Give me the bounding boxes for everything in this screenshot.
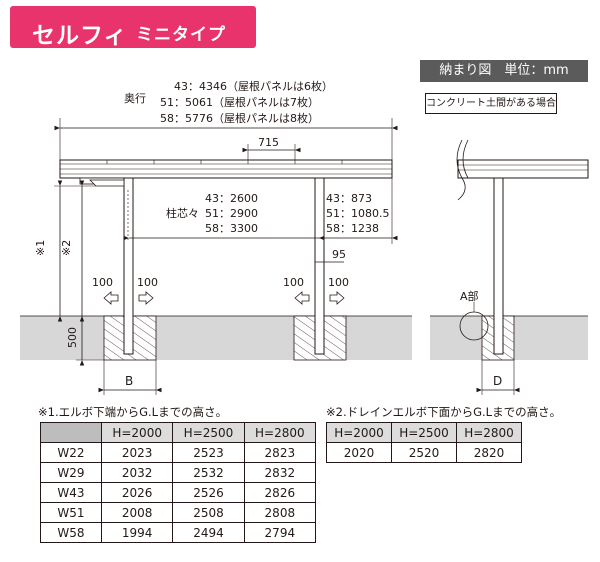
overhang-value-43: 43：873 [326, 192, 372, 205]
table-cell: 2832 [243, 462, 317, 483]
table1-header: H=2000 [100, 422, 174, 443]
overhang-value-51: 51：1080.5 [326, 207, 390, 220]
row-label: W43 [40, 482, 102, 503]
table-cell: 2526 [172, 482, 245, 503]
offset-100-front: 100 100 [92, 276, 158, 305]
row-label: W22 [40, 442, 102, 463]
elbow-height-table: H=2000 H=2500 H=2800 W22 2023 2523 2823 … [40, 422, 317, 543]
condition-label: コンクリート土間がある場合 [425, 93, 557, 114]
table1-caption: ※1.エルボ下端からG.Lまでの高さ。 [38, 405, 228, 419]
dim-500: 500 [66, 327, 79, 348]
post-value-43: 43：2600 [205, 192, 258, 205]
table-row: W22 2023 2523 2823 [40, 442, 317, 463]
table-cell: 2523 [172, 442, 245, 463]
table-row: W58 1994 2494 2794 [40, 522, 317, 543]
depth-value-51: 51：5061（屋根パネルは7枚） [160, 95, 319, 109]
table-cell: 2008 [100, 502, 174, 523]
offset-100-rear: 100 100 [283, 276, 349, 305]
table-cell: 2020 [326, 442, 392, 463]
dim-b: B [125, 374, 133, 388]
depth-value-58: 58：5776（屋根パネルは8枚） [160, 111, 319, 125]
table-row: W29 2032 2532 2832 [40, 462, 317, 483]
row-label: W58 [40, 522, 102, 543]
table-cell: 2820 [456, 442, 522, 463]
table1-corner [40, 422, 102, 443]
pitch-label: 715 [258, 136, 279, 149]
table-cell: 2794 [243, 522, 317, 543]
table-cell: 2494 [172, 522, 245, 543]
post-label: 柱芯々 [166, 206, 199, 220]
overhang-dimension: 43：873 51：1080.5 58：1238 [319, 178, 398, 244]
table-cell: 2508 [172, 502, 245, 523]
table1-header: H=2800 [243, 422, 317, 443]
table-cell: 2826 [243, 482, 317, 503]
table-row: 2020 2520 2820 [326, 442, 522, 463]
table-cell: 2532 [172, 462, 245, 483]
part-a-label: A部 [460, 289, 479, 303]
table-cell: 2823 [243, 442, 317, 463]
mark-2: ※2 [60, 240, 73, 256]
post-spacing-dimension: 43：2600 柱芯々 51：2900 58：3300 [123, 192, 325, 241]
dim-100-c: 100 [283, 276, 304, 289]
row-label: W51 [40, 502, 102, 523]
depth-value-43: 43：4346（屋根パネルは6枚） [174, 79, 333, 93]
post-front [89, 177, 134, 355]
side-view: A部 D [430, 139, 589, 395]
table2-caption: ※2.ドレインエルボ下面からG.Lまでの高さ。 [326, 405, 562, 419]
post-value-58: 58：3300 [205, 222, 258, 235]
dim-100-a: 100 [92, 276, 113, 289]
table-cell: 1994 [100, 522, 174, 543]
table-row: W51 2008 2508 2808 [40, 502, 317, 523]
post-width-dimension: 95 [315, 248, 346, 268]
mark-1: ※1 [34, 240, 47, 256]
table2-header: H=2800 [456, 422, 522, 443]
footing-width-b: B [98, 360, 162, 395]
table-cell: 2032 [100, 462, 174, 483]
drain-elbow-height-table: H=2000 H=2500 H=2800 2020 2520 2820 [326, 422, 522, 463]
post-rear [314, 177, 325, 355]
overhang-value-58: 58：1238 [326, 222, 379, 235]
dim-d: D [493, 374, 502, 388]
dim-100-d: 100 [328, 276, 349, 289]
table-cell: 2023 [100, 442, 174, 463]
product-subtitle: ミニタイプ [136, 25, 226, 45]
table-cell: 2520 [391, 442, 457, 463]
panel-pitch-dimension: 715 [242, 136, 301, 160]
table-row: W43 2026 2526 2826 [40, 482, 317, 503]
post-value-51: 51：2900 [205, 207, 258, 220]
row-label: W29 [40, 462, 102, 483]
dim-95: 95 [332, 248, 346, 261]
height-dimensions: ※1 ※2 500 [34, 180, 104, 366]
unit-badge: 納まり図 単位：mm [420, 60, 588, 82]
product-title-banner: セルフィ ミニタイプ [10, 6, 256, 49]
dim-100-b: 100 [137, 276, 158, 289]
table-cell: 2026 [100, 482, 174, 503]
product-title: セルフィ [32, 23, 128, 49]
depth-label: 奥行 [124, 91, 146, 105]
table2-header: H=2500 [391, 422, 457, 443]
table-cell: 2808 [243, 502, 317, 523]
table2-header: H=2000 [326, 422, 392, 443]
depth-dimension: 奥行 43：4346（屋根パネルは6枚） 51：5061（屋根パネルは7枚） 5… [54, 79, 398, 160]
table1-header: H=2500 [172, 422, 245, 443]
